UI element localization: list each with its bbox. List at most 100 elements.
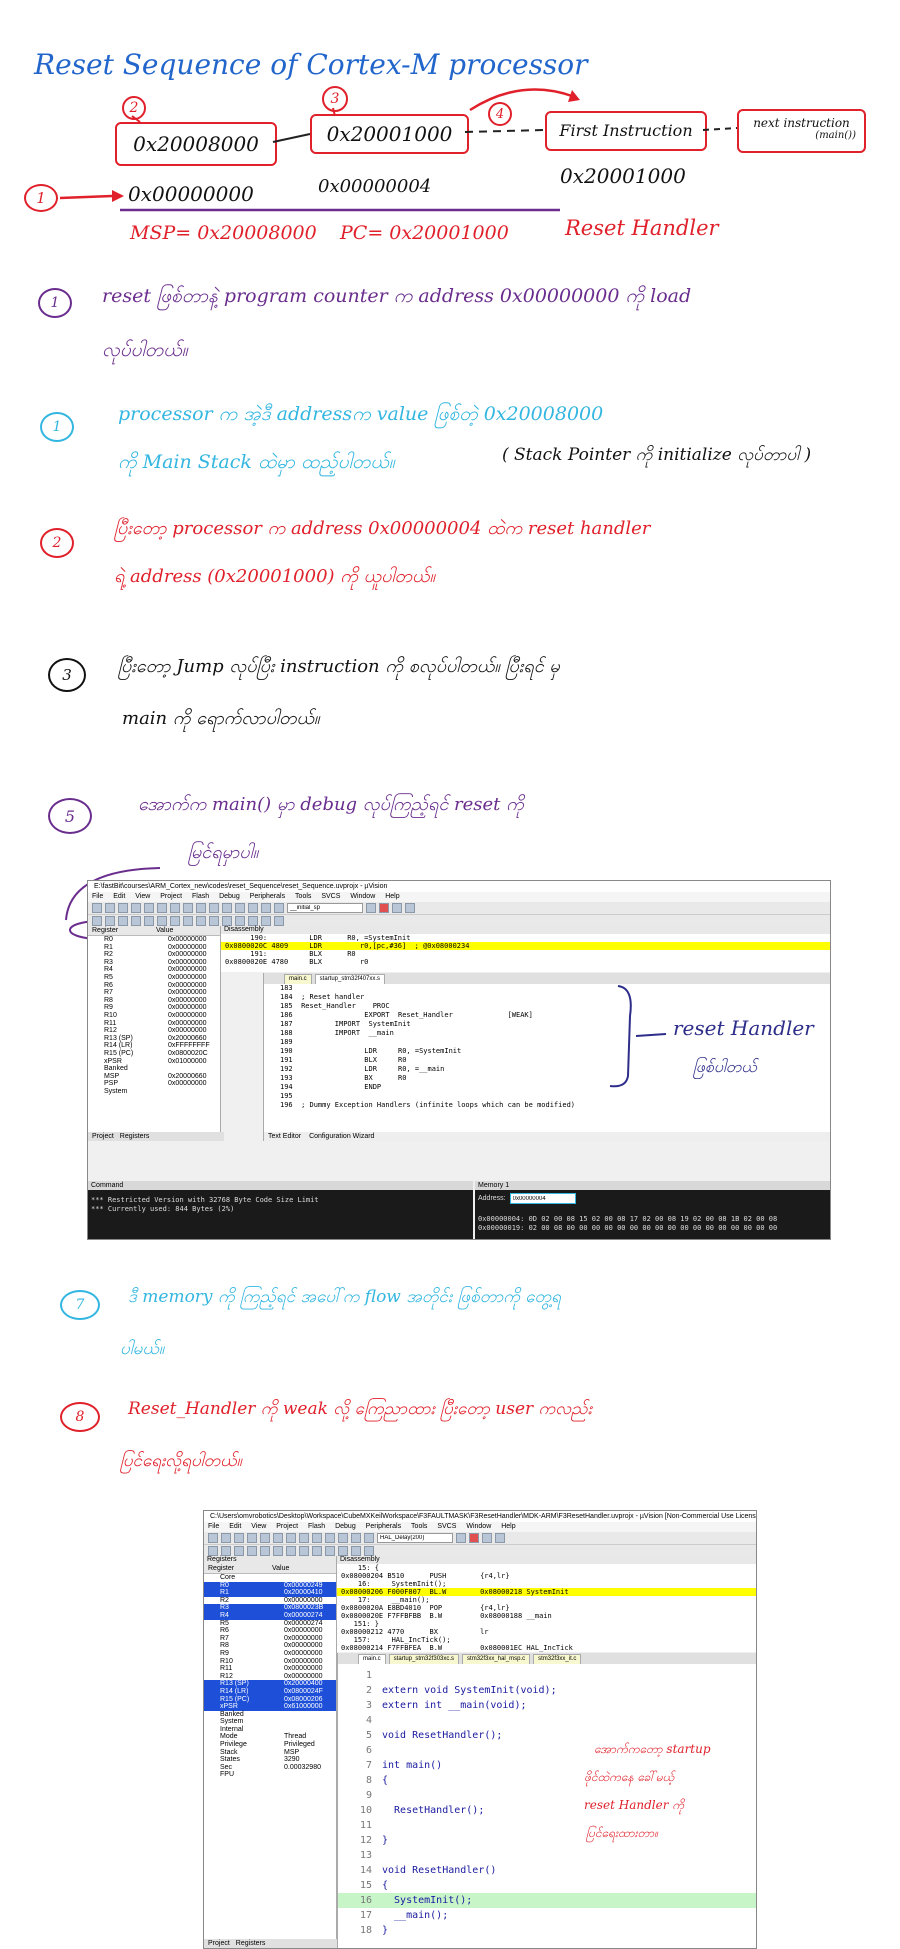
address-input[interactable] xyxy=(509,1193,576,1204)
register-row[interactable]: System xyxy=(204,1718,336,1726)
register-row[interactable]: R15 (PC)0x0800020C xyxy=(88,1050,220,1058)
register-row[interactable]: R14 (LR)0x0800024F xyxy=(204,1687,336,1696)
menu-window[interactable]: Window xyxy=(466,1523,492,1530)
comment-icon[interactable] xyxy=(364,1533,374,1543)
tab-project[interactable]: Project xyxy=(208,1940,230,1947)
menu-tools[interactable]: Tools xyxy=(295,893,312,900)
nav-back-icon[interactable] xyxy=(196,903,206,913)
indent-icon[interactable] xyxy=(235,903,245,913)
open-icon[interactable] xyxy=(105,903,115,913)
menu-view[interactable]: View xyxy=(251,1523,267,1530)
tab-startup-s[interactable]: startup_stm32f407xx.s xyxy=(314,974,386,984)
register-row[interactable]: Core xyxy=(204,1574,336,1582)
menu-file[interactable]: File xyxy=(208,1523,220,1530)
menu-window[interactable]: Window xyxy=(350,893,376,900)
step-out-icon[interactable] xyxy=(157,916,167,926)
menu-tools[interactable]: Tools xyxy=(411,1523,428,1530)
step-out-icon[interactable] xyxy=(273,1546,283,1556)
menu-file[interactable]: File xyxy=(92,893,104,900)
menu-flash[interactable]: Flash xyxy=(192,893,210,900)
redo-icon[interactable] xyxy=(183,903,193,913)
nav-back-icon[interactable] xyxy=(312,1533,322,1543)
register-row[interactable]: System xyxy=(88,1088,220,1096)
tab-text-editor[interactable]: Text Editor xyxy=(268,1133,302,1140)
menu-svcs[interactable]: SVCS xyxy=(321,893,341,900)
tab-config-wizard[interactable]: Configuration Wizard xyxy=(309,1133,375,1140)
value-col-header[interactable]: Value xyxy=(156,927,174,934)
register-row[interactable]: FPU xyxy=(204,1771,336,1779)
tab-registers[interactable]: Registers xyxy=(119,1133,150,1140)
comment-icon[interactable] xyxy=(261,903,271,913)
search-icon[interactable] xyxy=(366,903,376,913)
debug-icon[interactable] xyxy=(379,903,389,913)
registers-window-icon[interactable] xyxy=(235,916,245,926)
settings-icon[interactable] xyxy=(405,903,415,913)
register-row[interactable]: R14 (LR)0xFFFFFFFF xyxy=(88,1042,220,1050)
watch-window-icon[interactable] xyxy=(261,916,271,926)
menu-view[interactable]: View xyxy=(135,893,151,900)
tab-project[interactable]: Project xyxy=(92,1133,114,1140)
bookmark-icon[interactable] xyxy=(222,903,232,913)
save-icon[interactable] xyxy=(118,903,128,913)
search-icon[interactable] xyxy=(456,1533,466,1543)
nav-forward-icon[interactable] xyxy=(325,1533,335,1543)
register-col-header[interactable]: Register xyxy=(208,1565,235,1572)
step-over-icon[interactable] xyxy=(144,916,154,926)
menu-flash[interactable]: Flash xyxy=(308,1523,326,1530)
register-row[interactable]: Banked xyxy=(204,1711,336,1719)
debug-icon[interactable] xyxy=(469,1533,479,1543)
undo-icon[interactable] xyxy=(286,1533,296,1543)
command-window-icon[interactable] xyxy=(196,916,206,926)
call-stack-icon[interactable] xyxy=(248,916,258,926)
memory-window-icon[interactable] xyxy=(274,916,284,926)
reset-icon[interactable] xyxy=(208,1546,218,1556)
outdent-icon[interactable] xyxy=(248,903,258,913)
register-row[interactable]: R13 (SP)0x20000660 xyxy=(88,1035,220,1043)
disassembly-window-icon[interactable] xyxy=(209,916,219,926)
step-over-icon[interactable] xyxy=(260,1546,270,1556)
register-col-header[interactable]: Register xyxy=(92,927,119,934)
redo-icon[interactable] xyxy=(299,1533,309,1543)
copy-icon[interactable] xyxy=(260,1533,270,1543)
menu-debug[interactable]: Debug xyxy=(335,1523,356,1530)
breakpoint-icon[interactable] xyxy=(482,1533,492,1543)
step-in-icon[interactable] xyxy=(247,1546,257,1556)
menu-project[interactable]: Project xyxy=(160,893,183,900)
nav-forward-icon[interactable] xyxy=(209,903,219,913)
run-icon[interactable] xyxy=(105,916,115,926)
menu-help[interactable]: Help xyxy=(501,1523,516,1530)
menu-peripherals[interactable]: Peripherals xyxy=(249,893,286,900)
menu-edit[interactable]: Edit xyxy=(229,1523,242,1530)
copy-icon[interactable] xyxy=(144,903,154,913)
tab-it-c[interactable]: stm32f3xx_it.c xyxy=(533,1654,582,1664)
step-in-icon[interactable] xyxy=(131,916,141,926)
new-file-icon[interactable] xyxy=(92,903,102,913)
register-row[interactable]: R15 (PC)0x08000206 xyxy=(204,1695,336,1704)
paste-icon[interactable] xyxy=(157,903,167,913)
register-row[interactable]: Banked xyxy=(88,1065,220,1073)
menu-edit[interactable]: Edit xyxy=(113,893,126,900)
cut-icon[interactable] xyxy=(131,903,141,913)
ide2-find-field[interactable] xyxy=(377,1533,453,1543)
memory-window-icon[interactable] xyxy=(364,1546,374,1556)
